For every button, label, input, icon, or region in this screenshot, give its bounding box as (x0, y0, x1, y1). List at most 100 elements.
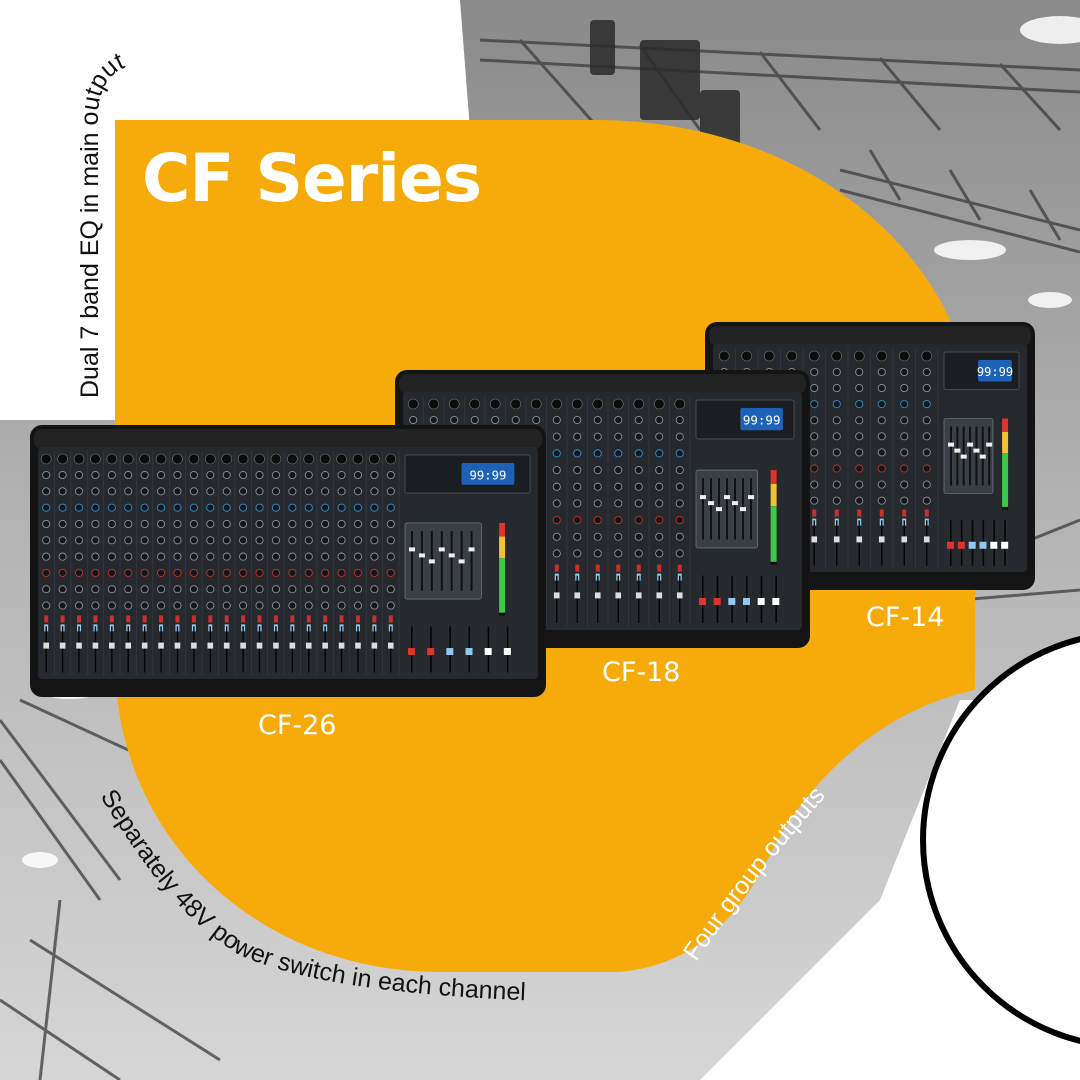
channel-knob (832, 416, 841, 425)
channel-knob (255, 601, 264, 610)
channel-knob (655, 532, 664, 541)
xlr-input (90, 453, 101, 465)
channel-knob (675, 532, 684, 541)
channel-knob (140, 519, 149, 529)
model-label-cf18: CF-18 (602, 657, 681, 688)
eq-slider-track (702, 478, 704, 540)
channel-knob (222, 552, 231, 561)
channel-knob (222, 601, 231, 610)
channel-knob (157, 568, 166, 577)
xlr-input (155, 453, 167, 465)
channel-knob (271, 487, 280, 496)
channel-knob (288, 552, 297, 561)
fader-cap (811, 536, 818, 543)
fader-track (836, 520, 838, 566)
channel-knob (877, 464, 886, 473)
xlr-input (592, 398, 604, 410)
channel-knob (386, 503, 395, 512)
channel-knob (675, 516, 684, 525)
eq-slider-cap (973, 448, 980, 453)
fader-cap (901, 536, 908, 543)
channel-knob (552, 516, 561, 525)
eq-slider-cap (458, 559, 465, 564)
channel-knob (573, 432, 582, 441)
xlr-input (139, 453, 150, 465)
eq-slider-track (988, 426, 991, 486)
channel-knob (900, 448, 909, 457)
channel-knob (832, 384, 841, 393)
channel-knob (634, 532, 643, 541)
channel-knob (189, 585, 198, 594)
channel-knob (614, 532, 623, 541)
channel-knob (321, 568, 330, 577)
channel-knob (855, 400, 864, 409)
channel-knob (655, 432, 664, 441)
channel-knob (74, 601, 84, 610)
channel-knob (271, 536, 280, 545)
mute-button (60, 615, 65, 623)
channel-knob (337, 503, 346, 512)
channel-knob (222, 519, 231, 529)
eq-slider-cap (418, 553, 425, 558)
master-fader-cap (728, 597, 736, 605)
channel-knob (91, 487, 100, 496)
xlr-input (571, 398, 583, 410)
fader-cap (676, 592, 683, 599)
channel-knob (634, 482, 643, 491)
channel-knob (107, 552, 116, 561)
channel-knob (337, 601, 346, 610)
xlr-input (303, 453, 315, 465)
fader-cap (856, 536, 863, 543)
channel-knob (832, 464, 841, 473)
channel-knob (74, 552, 84, 561)
eq-slider-cap (732, 501, 738, 506)
fader-cap (305, 642, 312, 649)
channel-knob (337, 568, 346, 577)
channel-knob (304, 568, 313, 577)
fader-cap (387, 642, 394, 649)
channel-knob (386, 568, 395, 577)
channel-knob (42, 601, 51, 610)
xlr-input (319, 453, 331, 465)
fader-cap (207, 642, 214, 649)
mixer-cf26-image: 99:99 (30, 425, 546, 697)
channel-knob (42, 470, 51, 480)
eq-slider-cap (468, 547, 475, 552)
channel-knob (91, 503, 100, 512)
channel-knob (157, 470, 166, 480)
channel-knob (655, 549, 664, 558)
player-display (461, 463, 515, 485)
fader-cap (109, 642, 115, 649)
channel-knob (614, 415, 623, 425)
channel-knob (189, 503, 198, 512)
fader-track (127, 626, 129, 673)
xlr-input (188, 453, 200, 465)
channel-knob (42, 519, 51, 529)
channel-knob (173, 519, 182, 529)
channel-knob (58, 536, 67, 545)
xlr-input (385, 453, 397, 465)
player-display-digits: 99:99 (470, 468, 507, 482)
mute-button (339, 615, 344, 623)
mute-button (857, 509, 862, 517)
channel-knob (900, 432, 909, 441)
eq-slider-track (420, 531, 423, 591)
eq-slider-track (969, 426, 972, 486)
channel-knob (173, 470, 182, 480)
channel-knob (288, 585, 297, 594)
xlr-input (674, 398, 686, 410)
channel-knob (552, 415, 561, 425)
mute-button (554, 564, 559, 572)
channel-knob (855, 496, 864, 505)
channel-knob (255, 487, 264, 496)
channel-knob (189, 568, 198, 577)
fader-cap (223, 642, 230, 649)
eq-slider-cap (438, 547, 445, 552)
channel-knob (58, 585, 67, 594)
master-fader-cap (1001, 541, 1009, 549)
channel-knob (922, 384, 931, 393)
channel-knob (450, 415, 459, 425)
meter-mid (770, 483, 777, 507)
channel-knob (107, 503, 116, 512)
channel-knob (386, 552, 395, 561)
